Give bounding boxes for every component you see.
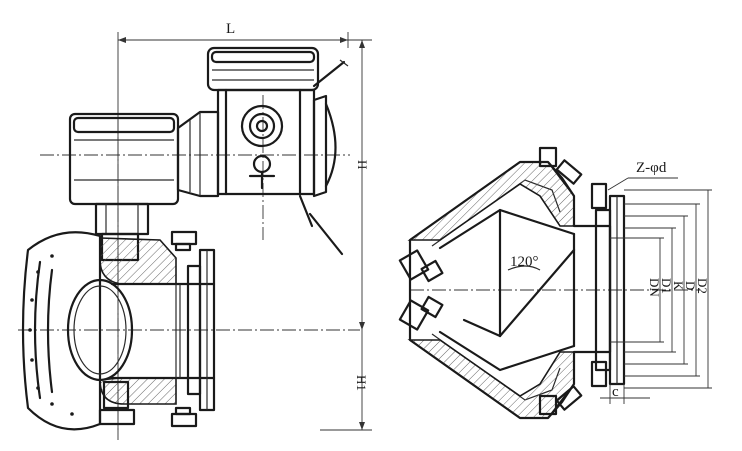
label-l: L	[226, 21, 235, 37]
label-k: K	[671, 281, 686, 291]
body-wall-lower	[407, 339, 575, 419]
label-h: H	[355, 160, 370, 169]
flange-bolts-left	[98, 230, 198, 428]
dimension-c: c	[600, 384, 650, 404]
flange-bolts-section	[398, 146, 608, 416]
gearbox-housing	[68, 110, 220, 206]
label-d1: D1	[659, 278, 674, 294]
bolt-holes	[28, 254, 74, 416]
label-z-phi-d: Z-φd	[636, 160, 667, 176]
section-outlet-flange	[594, 194, 626, 386]
bolt-callout: Z-φd	[607, 160, 678, 191]
label-h1: H1	[354, 375, 369, 391]
label-d2: D2	[695, 278, 710, 294]
label-dn: DN	[647, 278, 662, 297]
section-view: 120° Z-φd DN D1 K D D2	[398, 146, 712, 420]
body-wall-upper	[407, 161, 575, 241]
dimension-l: L	[117, 21, 349, 430]
label-c: c	[612, 384, 619, 400]
valve-body	[21, 231, 216, 431]
side-view: L H H1	[18, 21, 372, 440]
flow-passage	[438, 208, 576, 372]
outlet-flange	[186, 248, 216, 412]
label-angle: 120°	[510, 254, 539, 270]
section-dimensions	[610, 189, 712, 389]
position-indicator	[240, 104, 284, 190]
label-d: D	[683, 281, 698, 290]
dimension-h: H H1	[300, 39, 372, 431]
handwheel	[298, 59, 349, 256]
angle-arc	[507, 265, 541, 271]
